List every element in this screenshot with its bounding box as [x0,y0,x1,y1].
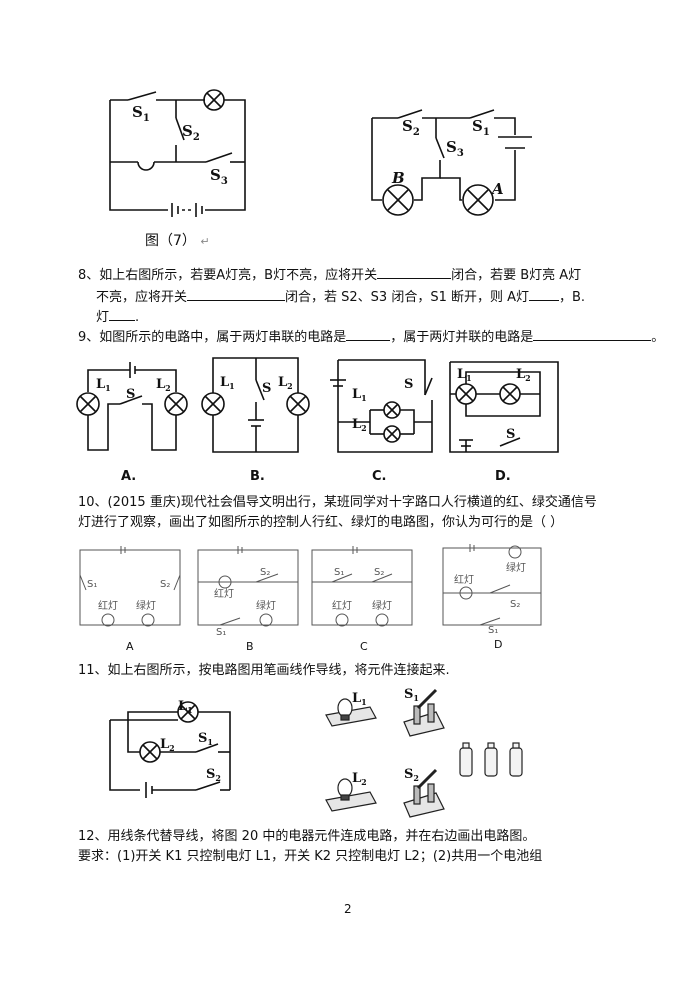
q9-option-d: D. [495,469,511,484]
q9-option-c: C. [372,469,387,484]
q9-text-c: 。 [651,330,665,345]
svg-text:S: S [404,377,413,392]
q10-a-red: 红灯 [98,601,118,612]
fig7-left-s1: S1 [132,103,150,124]
svg-text:L1: L1 [178,699,193,715]
q10-d-s2: S₂ [510,599,521,610]
q12-line1: 12、用线条代替导线，将图 20 中的电器元件连成电路，并在右边画出电路图。 [78,829,536,844]
fig7-left-s2: S2 [182,122,200,143]
q10-option-b: B [246,640,254,653]
q8-text-2b: 闭合，若 S2、S3 闭合，S1 断开，则 A灯 [285,290,530,305]
q10-d-green: 绿灯 [506,563,526,574]
q10-c-green: 绿灯 [372,601,392,612]
q10-option-d: D [494,638,503,651]
svg-text:L1: L1 [352,387,367,403]
fig7-caption: 图（7） ↵ [145,232,210,251]
q8-text-1b: 闭合，若要 B灯亮 A灯 [451,268,582,283]
q8-text-3b: . [135,310,140,325]
q8-line1: 8、如上右图所示，若要A灯亮，B灯不亮，应将开关 闭合，若要 B灯亮 A灯 [78,266,581,285]
q12-line2: 要求：(1)开关 K1 只控制电灯 L1，开关 K2 只控制电灯 L2；(2)共… [78,849,543,864]
svg-text:S: S [262,381,271,396]
svg-text:L2: L2 [352,417,367,433]
svg-text:L2: L2 [352,771,367,787]
svg-text:S: S [506,427,515,442]
q10-option-c: C [360,640,368,653]
q10-d-s1: S₁ [488,625,499,636]
svg-text:L2: L2 [516,367,531,383]
fig7-right-lamp-a: A [490,180,504,198]
svg-text:L1: L1 [352,691,367,707]
q8-line3: 灯. [96,308,139,327]
svg-text:S2: S2 [404,767,419,783]
svg-text:L1: L1 [220,375,235,391]
fig7-right-s3: S3 [446,138,464,159]
q10-b-green: 绿灯 [256,601,276,612]
q10-b-s2: S₂ [260,567,271,578]
q10-line1: 10、(2015 重庆)现代社会倡导文明出行，某班同学对十字路口人行横道的红、绿… [78,495,597,510]
q10-b-s1: S₁ [216,627,227,638]
q11-text: 11、如上右图所示，按电路图用笔画线作导线，将元件连接起来. [78,663,450,678]
q8-line2: 不亮，应将开关 闭合，若 S2、S3 闭合，S1 断开，则 A灯 ，B. [96,288,585,307]
fig7-right-s1: S1 [472,117,490,138]
q8-blank-1[interactable] [377,266,452,279]
q8-blank-4[interactable] [109,308,136,321]
q10-option-a: A [126,640,134,653]
q10-a-s2: S₂ [160,579,171,590]
q10-a-s1: S₁ [87,579,98,590]
q8-text-2c: ，B. [559,290,586,305]
fig7-right-s2: S2 [402,117,420,138]
q9-line: 9、如图所示的电路中，属于两灯串联的电路是 ，属于两灯并联的电路是 。 [78,328,664,347]
q9-text-b: ，属于两灯并联的电路是 [390,330,534,345]
q9-blank-1[interactable] [346,328,391,341]
q8-text-3a: 灯 [96,310,110,325]
svg-text:L2: L2 [160,737,175,753]
q9-blank-2[interactable] [533,328,652,341]
svg-text:S: S [126,387,135,402]
svg-text:L1: L1 [96,377,111,393]
fig7-right-lamp-b: B [391,169,405,187]
page-number: 2 [344,902,352,916]
return-mark: ↵ [200,235,210,248]
q10-b-red: 红灯 [214,589,234,600]
q10-d-red: 红灯 [454,575,474,586]
fig7-left-s3: S3 [210,166,228,187]
q10-a-green: 绿灯 [136,601,156,612]
q9-option-b: B. [250,469,265,484]
svg-text:L1: L1 [457,367,472,383]
svg-text:S1: S1 [198,731,213,747]
q10-c-red: 红灯 [332,601,352,612]
q8-blank-2[interactable] [187,288,286,301]
q10-c-s2: S₂ [374,567,385,578]
q10-line2: 灯进行了观察，画出了如图所示的控制人行红、绿灯的电路图，你认为可行的是（ ） [78,515,564,530]
q8-text-1a: 8、如上右图所示，若要A灯亮，B灯不亮，应将开关 [78,268,378,283]
svg-text:L2: L2 [278,375,293,391]
q8-blank-3[interactable] [529,288,560,301]
svg-text:L2: L2 [156,377,171,393]
q9-text-a: 9、如图所示的电路中，属于两灯串联的电路是 [78,330,347,345]
fig7-caption-text: 图（7） [145,233,196,249]
svg-text:S1: S1 [404,687,419,703]
q9-option-a: A. [121,469,137,484]
q8-text-2a: 不亮，应将开关 [96,290,188,305]
svg-text:S2: S2 [206,767,221,783]
q10-c-s1: S₁ [334,567,345,578]
